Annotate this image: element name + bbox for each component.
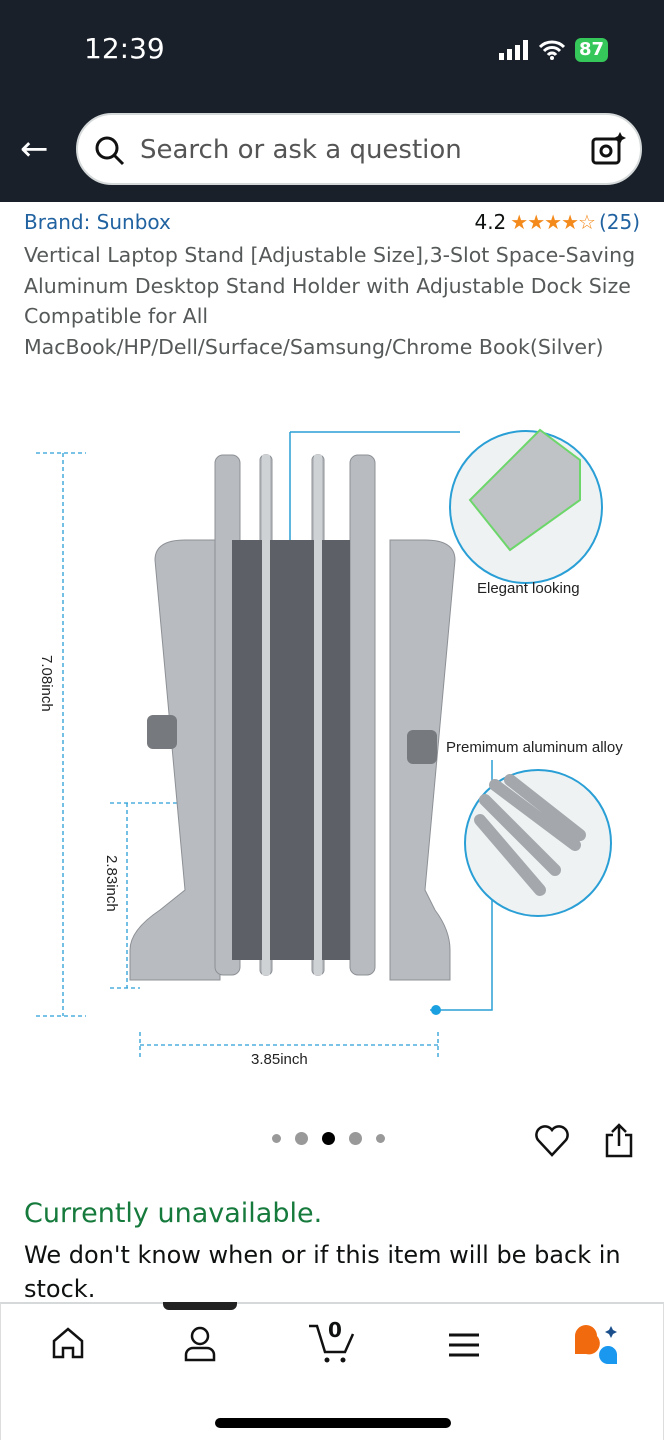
callout-aluminum: Premimum aluminum alloy — [446, 739, 623, 756]
image-pagination[interactable] — [272, 1132, 385, 1145]
star-rating-icon: ★★★★☆ — [510, 210, 596, 234]
cart-count: 0 — [328, 1318, 342, 1342]
signal-icon — [498, 40, 528, 60]
search-icon — [95, 136, 125, 166]
page-dot[interactable] — [349, 1132, 362, 1145]
share-icon[interactable] — [604, 1122, 634, 1158]
brand-link[interactable]: Brand: Sunbox — [24, 210, 171, 234]
search-input[interactable]: Search or ask a question — [76, 113, 642, 185]
status-icons: 87 — [498, 38, 608, 62]
product-image[interactable]: Elegant looking Premimum aluminum alloy … — [0, 400, 664, 1090]
label-inner: 2.83inch — [103, 855, 120, 912]
home-icon[interactable] — [51, 1326, 85, 1360]
callout-elegant: Elegant looking — [477, 580, 580, 597]
menu-icon[interactable] — [447, 1332, 481, 1358]
wifi-icon — [538, 40, 565, 60]
account-icon[interactable] — [183, 1326, 217, 1362]
rufus-assistant-icon[interactable] — [573, 1324, 619, 1366]
page-dot[interactable] — [295, 1132, 308, 1145]
header: 12:39 87 ← Search or ask a question — [0, 0, 664, 202]
page-dot[interactable] — [272, 1134, 281, 1143]
cart-icon — [309, 1324, 355, 1363]
page-dot-active[interactable] — [322, 1132, 335, 1145]
back-arrow-icon[interactable]: ← — [20, 129, 49, 169]
status-time: 12:39 — [84, 32, 165, 65]
rating-value: 4.2 — [474, 210, 507, 234]
bottom-nav: 0 — [0, 1302, 664, 1440]
product-title: Vertical Laptop Stand [Adjustable Size],… — [24, 243, 636, 359]
camera-search-icon[interactable] — [590, 131, 626, 167]
battery-icon: 87 — [574, 38, 608, 62]
label-width: 3.85inch — [251, 1051, 308, 1068]
availability-status: Currently unavailable. — [24, 1198, 323, 1229]
availability-message: We don't know when or if this item will … — [24, 1241, 621, 1303]
tab-indicator — [163, 1302, 237, 1310]
rating[interactable]: 4.2 ★★★★☆ (25) — [474, 210, 640, 234]
home-indicator — [215, 1418, 451, 1428]
review-count[interactable]: (25) — [598, 210, 640, 234]
cart-button[interactable]: 0 — [307, 1318, 357, 1366]
page-dot[interactable] — [376, 1134, 385, 1143]
heart-icon[interactable] — [534, 1124, 570, 1158]
search-placeholder: Search or ask a question — [140, 135, 462, 165]
label-height: 7.08inch — [38, 655, 55, 712]
